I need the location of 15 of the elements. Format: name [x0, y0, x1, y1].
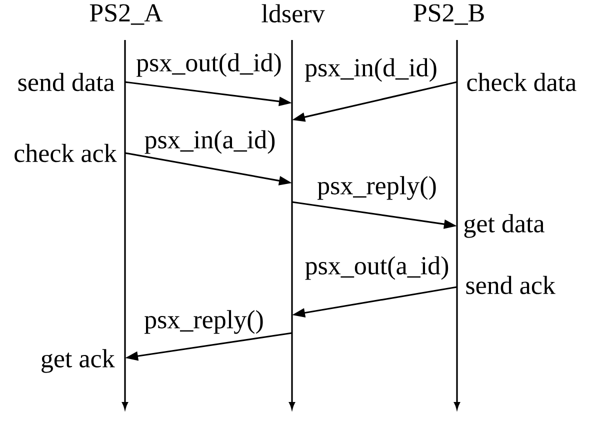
edge-label: psx_in(d_id) — [304, 58, 436, 82]
node-label: PS2_A — [90, 4, 163, 25]
action-label: check data — [467, 72, 576, 92]
edge-label: psx_out(d_id) — [136, 53, 281, 77]
action-label: send data — [18, 72, 114, 92]
action-label: check ack — [14, 144, 117, 162]
edge-label: psx_out(a_id) — [305, 256, 448, 280]
edge-label: psx_reply() — [318, 176, 436, 200]
action-label: send ack — [466, 276, 556, 294]
node-label: ldserv — [262, 4, 325, 22]
edge-label: psx_in(a_id) — [144, 130, 275, 154]
action-label: get ack — [42, 349, 115, 373]
action-label: get data — [464, 214, 544, 238]
edge-label: psx_reply() — [144, 310, 263, 334]
node-label: PS2_B — [414, 4, 484, 25]
